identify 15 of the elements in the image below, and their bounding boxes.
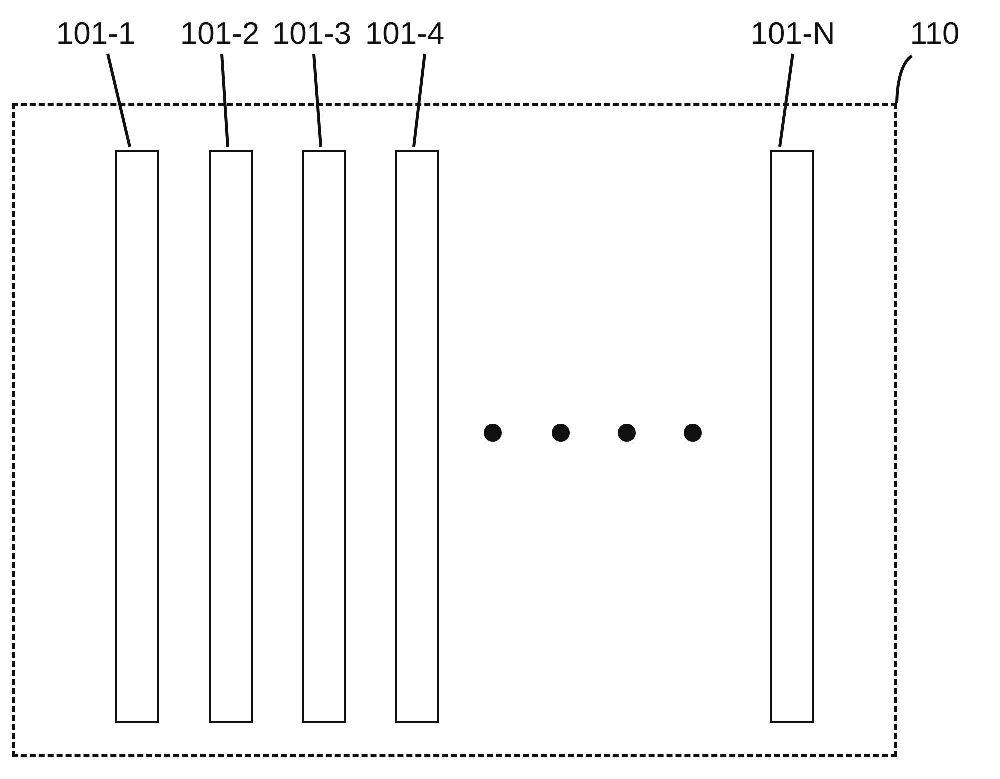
dashed-region-outline <box>12 103 897 757</box>
vertical-bar <box>395 150 439 723</box>
leader-line <box>220 54 230 148</box>
vertical-bar <box>770 150 814 723</box>
leader-line <box>896 54 913 104</box>
leader-line <box>106 54 132 148</box>
reference-numeral: 110 <box>900 14 970 54</box>
leader-line <box>312 54 322 148</box>
vertical-bar <box>115 150 159 723</box>
reference-numeral: 101-1 <box>46 14 146 54</box>
leader-line <box>778 54 794 148</box>
vertical-bar <box>209 150 253 723</box>
vertical-bar <box>302 150 346 723</box>
leader-line <box>412 54 426 148</box>
reference-numeral: 101-N <box>743 14 843 54</box>
